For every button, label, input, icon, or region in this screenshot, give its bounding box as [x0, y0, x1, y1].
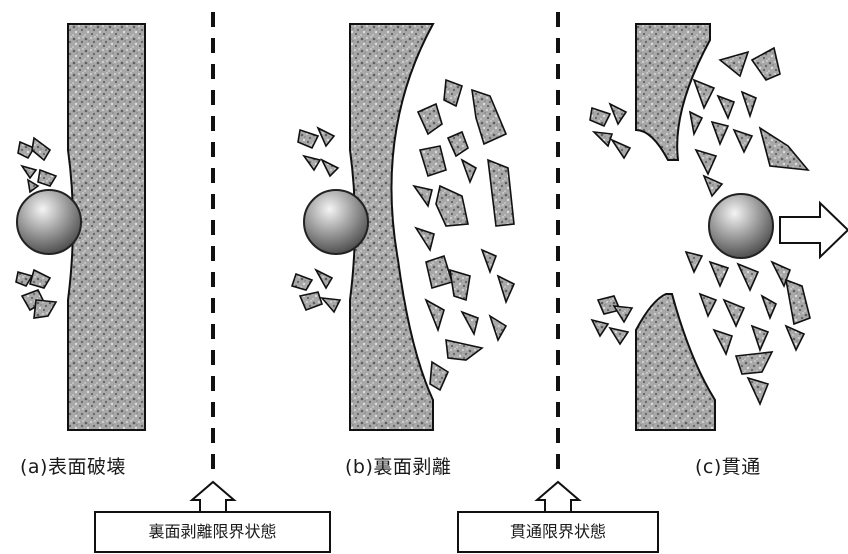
target-slab-c-upper	[635, 23, 711, 161]
panel-b	[290, 23, 516, 431]
target-slab-c-lower	[635, 293, 716, 431]
fragments-c-front	[589, 102, 634, 346]
state-box-left	[94, 511, 331, 553]
caption-b: (b)裏面剥離	[345, 456, 452, 478]
caption-a: (a)表面破壊	[20, 456, 126, 478]
caption-c: (c)貫通	[695, 456, 761, 478]
up-arrow-left	[189, 480, 237, 513]
up-arrow-right	[534, 480, 582, 513]
motion-arrow	[779, 200, 848, 260]
fragments-a	[15, 136, 58, 319]
projectile-c	[708, 193, 774, 259]
projectile-b	[303, 189, 369, 255]
fragments-b-back	[412, 78, 516, 392]
panel-a	[15, 23, 146, 431]
fragments-c-back	[684, 46, 811, 407]
state-box-right	[457, 511, 659, 553]
projectile-a	[16, 189, 82, 255]
threshold-label-left: 裏面剥離限界状態	[148, 522, 277, 541]
threshold-label-right: 貫通限界状態	[509, 522, 606, 541]
fragments-b-front	[290, 126, 342, 314]
panel-c	[589, 23, 848, 431]
